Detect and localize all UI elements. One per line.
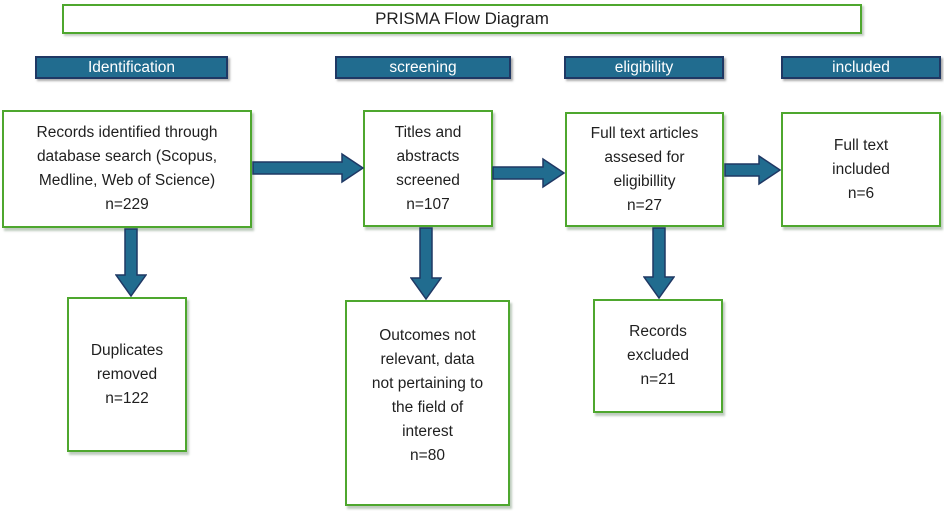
stage-banner-identification: Identification bbox=[35, 56, 228, 79]
flow-box-duplicates-removed: Duplicates removed n=122 bbox=[67, 297, 187, 452]
arrow-down-titles-to-outcomes-icon bbox=[410, 227, 442, 300]
stage-banner-included: included bbox=[781, 56, 941, 79]
stage-label: included bbox=[832, 58, 890, 76]
flow-box-text: Full text included n=6 bbox=[832, 136, 890, 202]
diagram-title-box: PRISMA Flow Diagram bbox=[62, 4, 862, 34]
flow-box-full-text-assessed: Full text articles assesed for eligibill… bbox=[565, 112, 724, 227]
stage-banner-eligibility: eligibility bbox=[564, 56, 724, 79]
flow-box-full-text-included: Full text included n=6 bbox=[781, 112, 941, 227]
arrow-right-records-to-titles-icon bbox=[252, 152, 364, 184]
stage-label: eligibility bbox=[614, 58, 674, 76]
flow-box-text: Records identified through database sear… bbox=[36, 124, 218, 213]
flow-box-text: Full text articles assesed for eligibill… bbox=[590, 124, 699, 214]
diagram-title: PRISMA Flow Diagram bbox=[375, 9, 549, 28]
arrow-right-fulltext-to-included-icon bbox=[724, 154, 781, 186]
flow-box-records-identified: Records identified through database sear… bbox=[2, 110, 252, 228]
arrow-right-titles-to-fulltext-icon bbox=[492, 157, 565, 189]
flow-box-titles-abstracts-screened: Titles and abstracts screened n=107 bbox=[363, 110, 493, 227]
stage-label: Identification bbox=[87, 58, 176, 76]
flow-box-text: Duplicates removed n=122 bbox=[90, 341, 164, 407]
flow-box-records-excluded: Records excluded n=21 bbox=[593, 299, 723, 413]
flow-box-text: Outcomes not relevant, data not pertaini… bbox=[371, 327, 484, 464]
arrow-down-records-to-duplicates-icon bbox=[115, 228, 147, 297]
stage-label: screening bbox=[389, 58, 457, 76]
flow-box-outcomes-not-relevant: Outcomes not relevant, data not pertaini… bbox=[345, 300, 510, 506]
flow-box-text: Titles and abstracts screened n=107 bbox=[394, 123, 462, 213]
flow-box-text: Records excluded n=21 bbox=[626, 323, 690, 388]
stage-banner-screening: screening bbox=[335, 56, 511, 79]
arrow-down-fulltext-to-excluded-icon bbox=[643, 227, 675, 299]
